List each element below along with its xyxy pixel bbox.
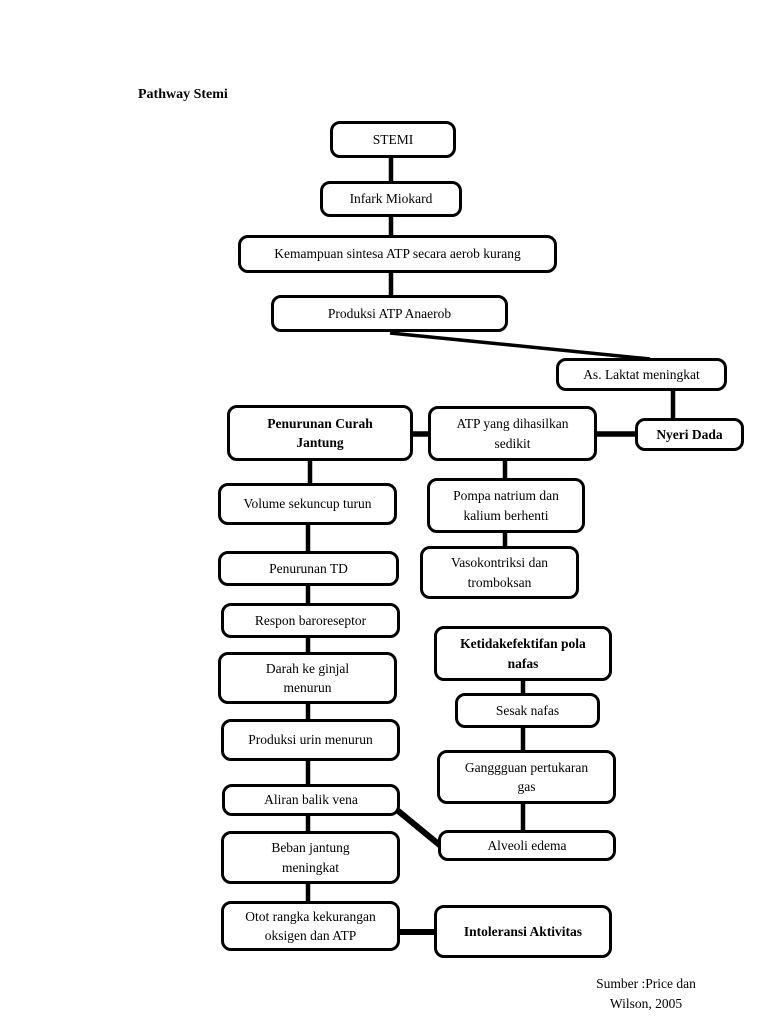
node-vasokontriksi-tromboksan: Vasokontriksi dan tromboksan xyxy=(420,546,579,599)
source-citation-line2: Wilson, 2005 xyxy=(609,996,683,1012)
node-beban-jantung-meningkat: Beban jantung meningkat xyxy=(221,831,400,884)
node-sesak-nafas: Sesak nafas xyxy=(455,693,600,728)
node-respon-baroreseptor: Respon baroreseptor xyxy=(221,603,400,638)
node-penurunan-td: Penurunan TD xyxy=(218,551,399,586)
node-ganggguan-pertukaran-gas: Ganggguan pertukaran gas xyxy=(437,750,616,804)
node-darah-ke-ginjal-menurun: Darah ke ginjal menurun xyxy=(218,652,397,704)
node-otot-rangka-kekurangan: Otot rangka kekurangan oksigen dan ATP xyxy=(221,901,400,951)
node-atp-yang-dihasilkan-sedikit: ATP yang dihasilkan sedikit xyxy=(428,406,597,461)
node-intoleransi-aktivitas: Intoleransi Aktivitas xyxy=(434,905,612,958)
node-stemi: STEMI xyxy=(330,121,456,158)
node-ketidakefektifan-pola-nafas: Ketidakefektifan pola nafas xyxy=(434,626,612,681)
node-aliran-balik-vena: Aliran balik vena xyxy=(222,784,400,816)
node-as-laktat-meningkat: As. Laktat meningkat xyxy=(556,358,727,391)
node-kemampuan-sintesa-atp: Kemampuan sintesa ATP secara aerob kuran… xyxy=(238,235,557,273)
edge-produksi-laktat xyxy=(389,331,651,361)
node-alveoli-edema: Alveoli edema xyxy=(438,830,616,861)
node-volume-sekuncup-turun: Volume sekuncup turun xyxy=(218,483,397,525)
node-nyeri-dada: Nyeri Dada xyxy=(635,418,744,451)
node-produksi-atp-anaerob: Produksi ATP Anaerob xyxy=(271,295,508,332)
source-citation: Sumber :Price dan Wilson, 2005 xyxy=(555,974,737,1015)
node-infark-miokard: Infark Miokard xyxy=(320,181,462,217)
node-produksi-urin-menurun: Produksi urin menurun xyxy=(221,719,400,761)
source-citation-line1: Sumber :Price dan xyxy=(596,976,696,991)
node-penurunan-curah-jantung: Penurunan Curah Jantung xyxy=(227,405,413,461)
page-title: Pathway Stemi xyxy=(138,87,228,102)
node-pompa-natrium-kalium: Pompa natrium dan kalium berhenti xyxy=(427,478,585,533)
edge-aliran-alveoli xyxy=(395,807,444,850)
